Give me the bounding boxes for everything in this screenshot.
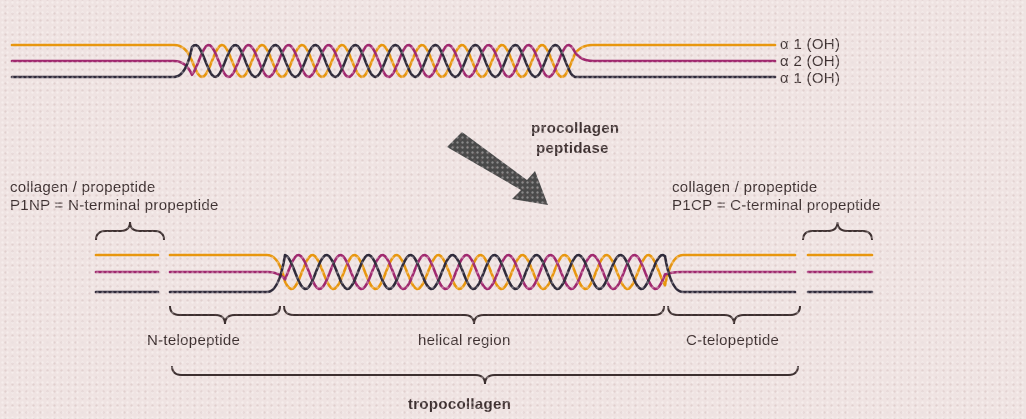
c-telopeptide-brace <box>668 306 800 324</box>
n-propeptide-label-line2: P1NP = N-terminal propeptide <box>10 198 219 213</box>
n-propeptide-label-line1: collagen / propeptide <box>10 180 156 195</box>
c-telopeptide-label: C-telopeptide <box>686 333 779 348</box>
enzyme-label-line1: procollagen <box>531 121 619 136</box>
strand-label-alpha2: α 2 (OH) <box>780 54 840 69</box>
n-telopeptide-brace <box>170 306 280 324</box>
c-propeptide-label-line2: P1CP = C-terminal propeptide <box>672 198 881 213</box>
strand-label-alpha1-bottom: α 1 (OH) <box>780 71 840 86</box>
tropocollagen-strands <box>96 255 872 292</box>
procollagen-strand-2 <box>12 45 775 77</box>
procollagen-strands <box>12 45 775 77</box>
n-telopeptide-label: N-telopeptide <box>147 333 240 348</box>
region-braces <box>96 222 872 384</box>
strand-label-alpha1-top: α 1 (OH) <box>780 37 840 52</box>
helical-region-label: helical region <box>418 333 511 348</box>
tropocollagen-label: tropocollagen <box>408 397 511 412</box>
c-propeptide-label-line1: collagen / propeptide <box>672 180 818 195</box>
enzyme-label-line2: peptidase <box>536 141 609 156</box>
reaction-arrow-icon <box>447 132 548 205</box>
n-propeptide-brace <box>96 222 164 240</box>
helical-region-brace <box>284 306 664 324</box>
c-propeptide-brace <box>803 222 872 240</box>
tropocollagen-strand-2 <box>170 255 795 289</box>
tropocollagen-brace <box>172 366 798 384</box>
